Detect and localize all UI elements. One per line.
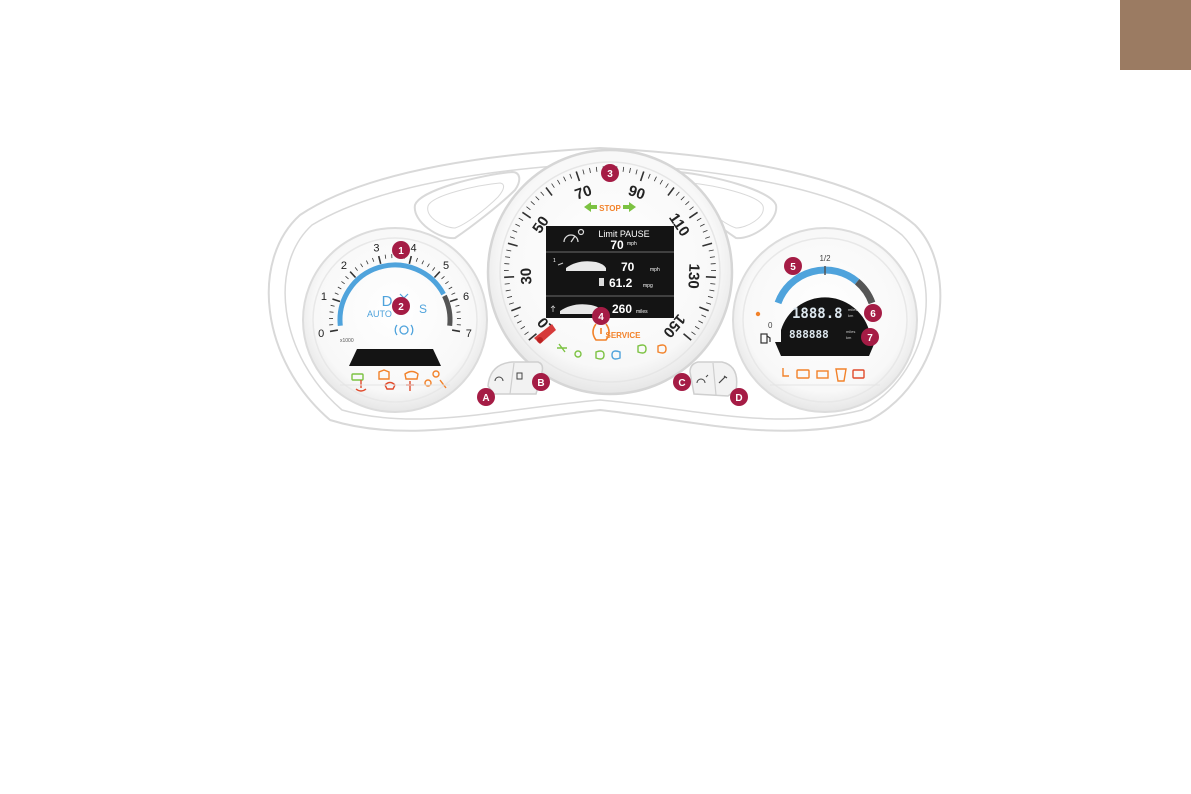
tach-mark-7: 7 [466, 328, 472, 340]
stop-label: STOP [599, 204, 621, 213]
speed-mark-30: 30 [518, 267, 536, 285]
gear-mode-auto: AUTO [367, 309, 392, 319]
tachometer-unit: x1000 [340, 338, 354, 344]
speed-minor-tick [505, 284, 510, 285]
fuel-gauge: 1/2 0 1888.8 miles km 888888 miles km [733, 228, 917, 412]
speed-unit: mph [650, 267, 660, 273]
callout-1: 1 [392, 241, 410, 259]
multifunction-screen: Limit PAUSE 70 mph 1 70 mph 61.2 mpg 260… [546, 226, 674, 318]
tach-mark-2: 2 [341, 260, 347, 272]
speed-value: 70 [621, 260, 635, 274]
callout-b: B [532, 373, 550, 391]
service-label: SERVICE [606, 331, 642, 340]
callout-d: D [730, 388, 748, 406]
speed-mark-130: 130 [684, 263, 702, 289]
trip-unit-km: km [848, 313, 854, 318]
trip-index: 1 [553, 258, 556, 264]
callout-4: 4 [592, 307, 610, 325]
callout-6: 6 [864, 304, 882, 322]
svg-text:D: D [735, 393, 742, 404]
tach-mark-3: 3 [373, 242, 379, 254]
callout-3: 3 [601, 164, 619, 182]
tach-mark-6: 6 [463, 291, 469, 303]
callout-c: C [673, 373, 691, 391]
control-buttons-right [690, 362, 737, 396]
speed-minor-tick [710, 284, 715, 285]
limit-value: 70 [610, 238, 624, 252]
svg-text:3: 3 [607, 169, 613, 180]
svg-text:7: 7 [867, 333, 873, 344]
svg-text:B: B [537, 378, 544, 389]
callout-2: 2 [392, 297, 410, 315]
tach-mark-0: 0 [318, 328, 324, 340]
gear-d: D [382, 293, 393, 310]
odo-unit-miles: miles [846, 329, 855, 334]
tach-mark-1: 1 [321, 291, 327, 303]
trip-unit-miles: miles [848, 307, 857, 312]
svg-text:A: A [482, 393, 489, 404]
fuel-pump-icon [599, 278, 604, 286]
callout-5: 5 [784, 257, 802, 275]
speedometer: 10 30 50 70 90 110 130 150 STOP [488, 150, 732, 394]
tach-mark-5: 5 [443, 260, 449, 272]
svg-text:5: 5 [790, 262, 796, 273]
trip-display: 1888.8 [792, 306, 843, 322]
fuel-mark-empty: 0 [768, 321, 773, 330]
odo-unit-km: km [846, 335, 852, 340]
consumption-value: 61.2 [609, 276, 633, 290]
gear-s: S [419, 302, 427, 316]
tachometer-lcd-strip [349, 349, 441, 366]
consumption-unit: mpg [643, 283, 653, 289]
range-value: 260 [612, 302, 632, 316]
odometer-display: 888888 [789, 328, 829, 341]
svg-text:4: 4 [598, 312, 604, 323]
svg-text:2: 2 [398, 302, 404, 313]
callout-7: 7 [861, 328, 879, 346]
tach-mark-4: 4 [410, 242, 416, 254]
svg-text:C: C [678, 378, 685, 389]
fuel-mark-half: 1/2 [819, 254, 831, 263]
low-fuel-warning-light [756, 312, 760, 316]
svg-text:6: 6 [870, 309, 876, 320]
limit-label: Limit PAUSE [598, 229, 649, 239]
svg-text:1: 1 [398, 246, 404, 257]
range-unit: miles [636, 309, 648, 315]
callout-a: A [477, 388, 495, 406]
limit-unit: mph [627, 241, 637, 247]
